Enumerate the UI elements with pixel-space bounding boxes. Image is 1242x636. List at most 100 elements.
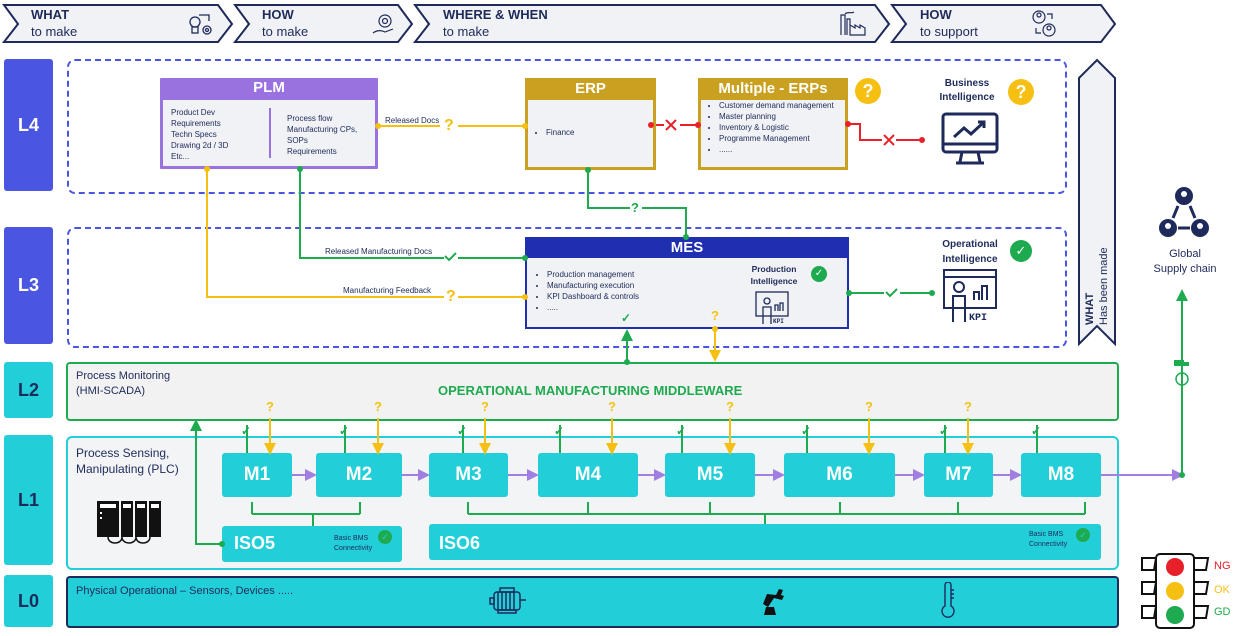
iso5-title: ISO5	[234, 533, 276, 553]
l2-label: Process Monitoring(HMI-SCADA)	[76, 369, 170, 399]
what-made-subtitle: Has been made	[1098, 247, 1110, 325]
kpi-text: KPI	[969, 313, 987, 324]
legend-ng: NG	[1214, 560, 1231, 572]
l0-physical-panel	[66, 576, 1119, 628]
middleware-title: OPERATIONAL MANUFACTURING MIDDLEWARE	[438, 383, 743, 398]
robot-arm-icon	[763, 589, 784, 615]
iso6-note-line2: Connectivity	[1029, 541, 1068, 548]
l3-container	[67, 227, 1067, 348]
lightbulb-gear-icon	[189, 14, 212, 35]
iso6-title: ISO6	[439, 533, 481, 553]
legend-ok: OK	[1214, 584, 1230, 596]
m2-green-status: ✓	[339, 424, 350, 438]
plm-item: Manufacturing CPs,	[287, 125, 358, 134]
pi-line1: Production	[751, 264, 797, 274]
l1-label-line1: Process Sensing,	[76, 446, 170, 460]
l2-label-line1: Process Monitoring	[76, 370, 171, 382]
iso6-note-line1: Basic BMS	[1029, 531, 1064, 538]
machine-m2[interactable]: M2	[316, 453, 402, 497]
chevron-subtitle: to support	[920, 24, 978, 39]
plm-left-list: Product Dev Requirements Techn Specs Dra…	[171, 107, 228, 162]
thermometer-icon	[941, 582, 955, 618]
multiple-erps-item: Customer demand management	[719, 100, 849, 111]
l0-label: Physical Operational – Sensors, Devices …	[76, 585, 294, 597]
oi-line2: Intelligence	[942, 254, 998, 265]
plm-divider	[269, 108, 271, 158]
legend-gd: GD	[1214, 606, 1231, 618]
plm-box[interactable]: PLM Product Dev Requirements Techn Specs…	[160, 78, 378, 169]
bi-line2: Intelligence	[939, 92, 995, 103]
plm-item: Requirements	[287, 147, 337, 156]
chevron-title: WHERE & WHEN	[443, 7, 548, 22]
chevron-what-to-make[interactable]	[1, 4, 234, 43]
machine-m3[interactable]: M3	[429, 453, 508, 497]
network-people-icon	[1159, 187, 1209, 237]
level-l4: L4	[4, 59, 53, 191]
people-exchange-icon	[1032, 10, 1056, 37]
multiple-erps-status-icon: ?	[855, 78, 881, 104]
motor-icon	[489, 587, 526, 614]
multiple-erps-item: ......	[719, 144, 849, 155]
chevron-title: WHAT	[31, 7, 70, 22]
traffic-light-icon	[1141, 553, 1210, 629]
m4-green-status: ✓	[554, 424, 565, 438]
plm-item: Etc...	[171, 152, 190, 161]
chevron-how-to-support[interactable]	[889, 4, 1117, 43]
pi-line2: Intelligence	[750, 276, 798, 286]
plm-body: Product Dev Requirements Techn Specs Dra…	[163, 100, 375, 166]
machine-m5[interactable]: M5	[665, 453, 755, 497]
iso5-status-icon: ✓	[378, 530, 392, 544]
l1-label: Process Sensing, Manipulating (PLC)	[76, 445, 179, 477]
mes-title: MES	[670, 239, 704, 256]
factory-icon	[840, 11, 866, 36]
plm-item: Process flow	[287, 114, 333, 123]
iso5-note-line1: Basic BMS	[334, 535, 369, 542]
multiple-erps-title: Multiple - ERPs	[718, 80, 828, 97]
m7-green-status: ✓	[939, 424, 950, 438]
m8-green-status: ✓	[1031, 424, 1042, 438]
bi-line1: Business	[944, 78, 990, 89]
iso6-status-icon: ✓	[1076, 528, 1090, 542]
operational-kpi-icon: KPI	[943, 269, 997, 324]
mes-item: .....	[547, 302, 639, 313]
m2-link-status: ?	[374, 399, 382, 414]
machine-m4[interactable]: M4	[538, 453, 638, 497]
machine-m7[interactable]: M7	[924, 453, 993, 497]
multiple-erps-item: Master planning	[719, 111, 849, 122]
chevron-where-when[interactable]	[412, 4, 891, 43]
machine-m1[interactable]: M1	[222, 453, 292, 497]
erp-list: Finance	[532, 127, 574, 138]
released-docs-label: Released Docs	[385, 116, 440, 125]
chevron-title: HOW	[262, 7, 294, 22]
erp-body: Finance	[528, 100, 653, 167]
level-l0: L0	[4, 575, 53, 627]
multiple-erps-box[interactable]: Multiple - ERPs Customer demand manageme…	[698, 78, 848, 170]
mes-box[interactable]: MES Production management Manufacturing …	[525, 237, 849, 329]
machine-m8[interactable]: M8	[1021, 453, 1101, 497]
machine-m6[interactable]: M6	[784, 453, 895, 497]
hand-gear-icon	[372, 14, 394, 34]
plm-item: Techn Specs	[171, 130, 217, 139]
l1-label-line2: Manipulating (PLC)	[76, 462, 179, 476]
plm-item: Product Dev	[171, 108, 216, 117]
plm-item: SOPs	[287, 136, 308, 145]
m4-link-status: ?	[608, 399, 616, 414]
kpi-text: KPI	[773, 318, 784, 325]
level-l3: L3	[4, 227, 53, 344]
chevron-how-to-make[interactable]	[232, 4, 414, 43]
iso6-box[interactable]: ISO6 Basic BMS Connectivity ✓	[429, 524, 1101, 560]
plm-item: Drawing 2d / 3D	[171, 141, 229, 150]
header-chevrons	[1, 4, 1117, 43]
bi-status-icon: ?	[1008, 79, 1034, 105]
m5-green-status: ✓	[676, 424, 687, 438]
plm-title: PLM	[253, 79, 285, 96]
erp-title: ERP	[575, 80, 606, 97]
chevron-subtitle: to make	[262, 24, 309, 39]
erp-box[interactable]: ERP Finance	[525, 78, 656, 170]
